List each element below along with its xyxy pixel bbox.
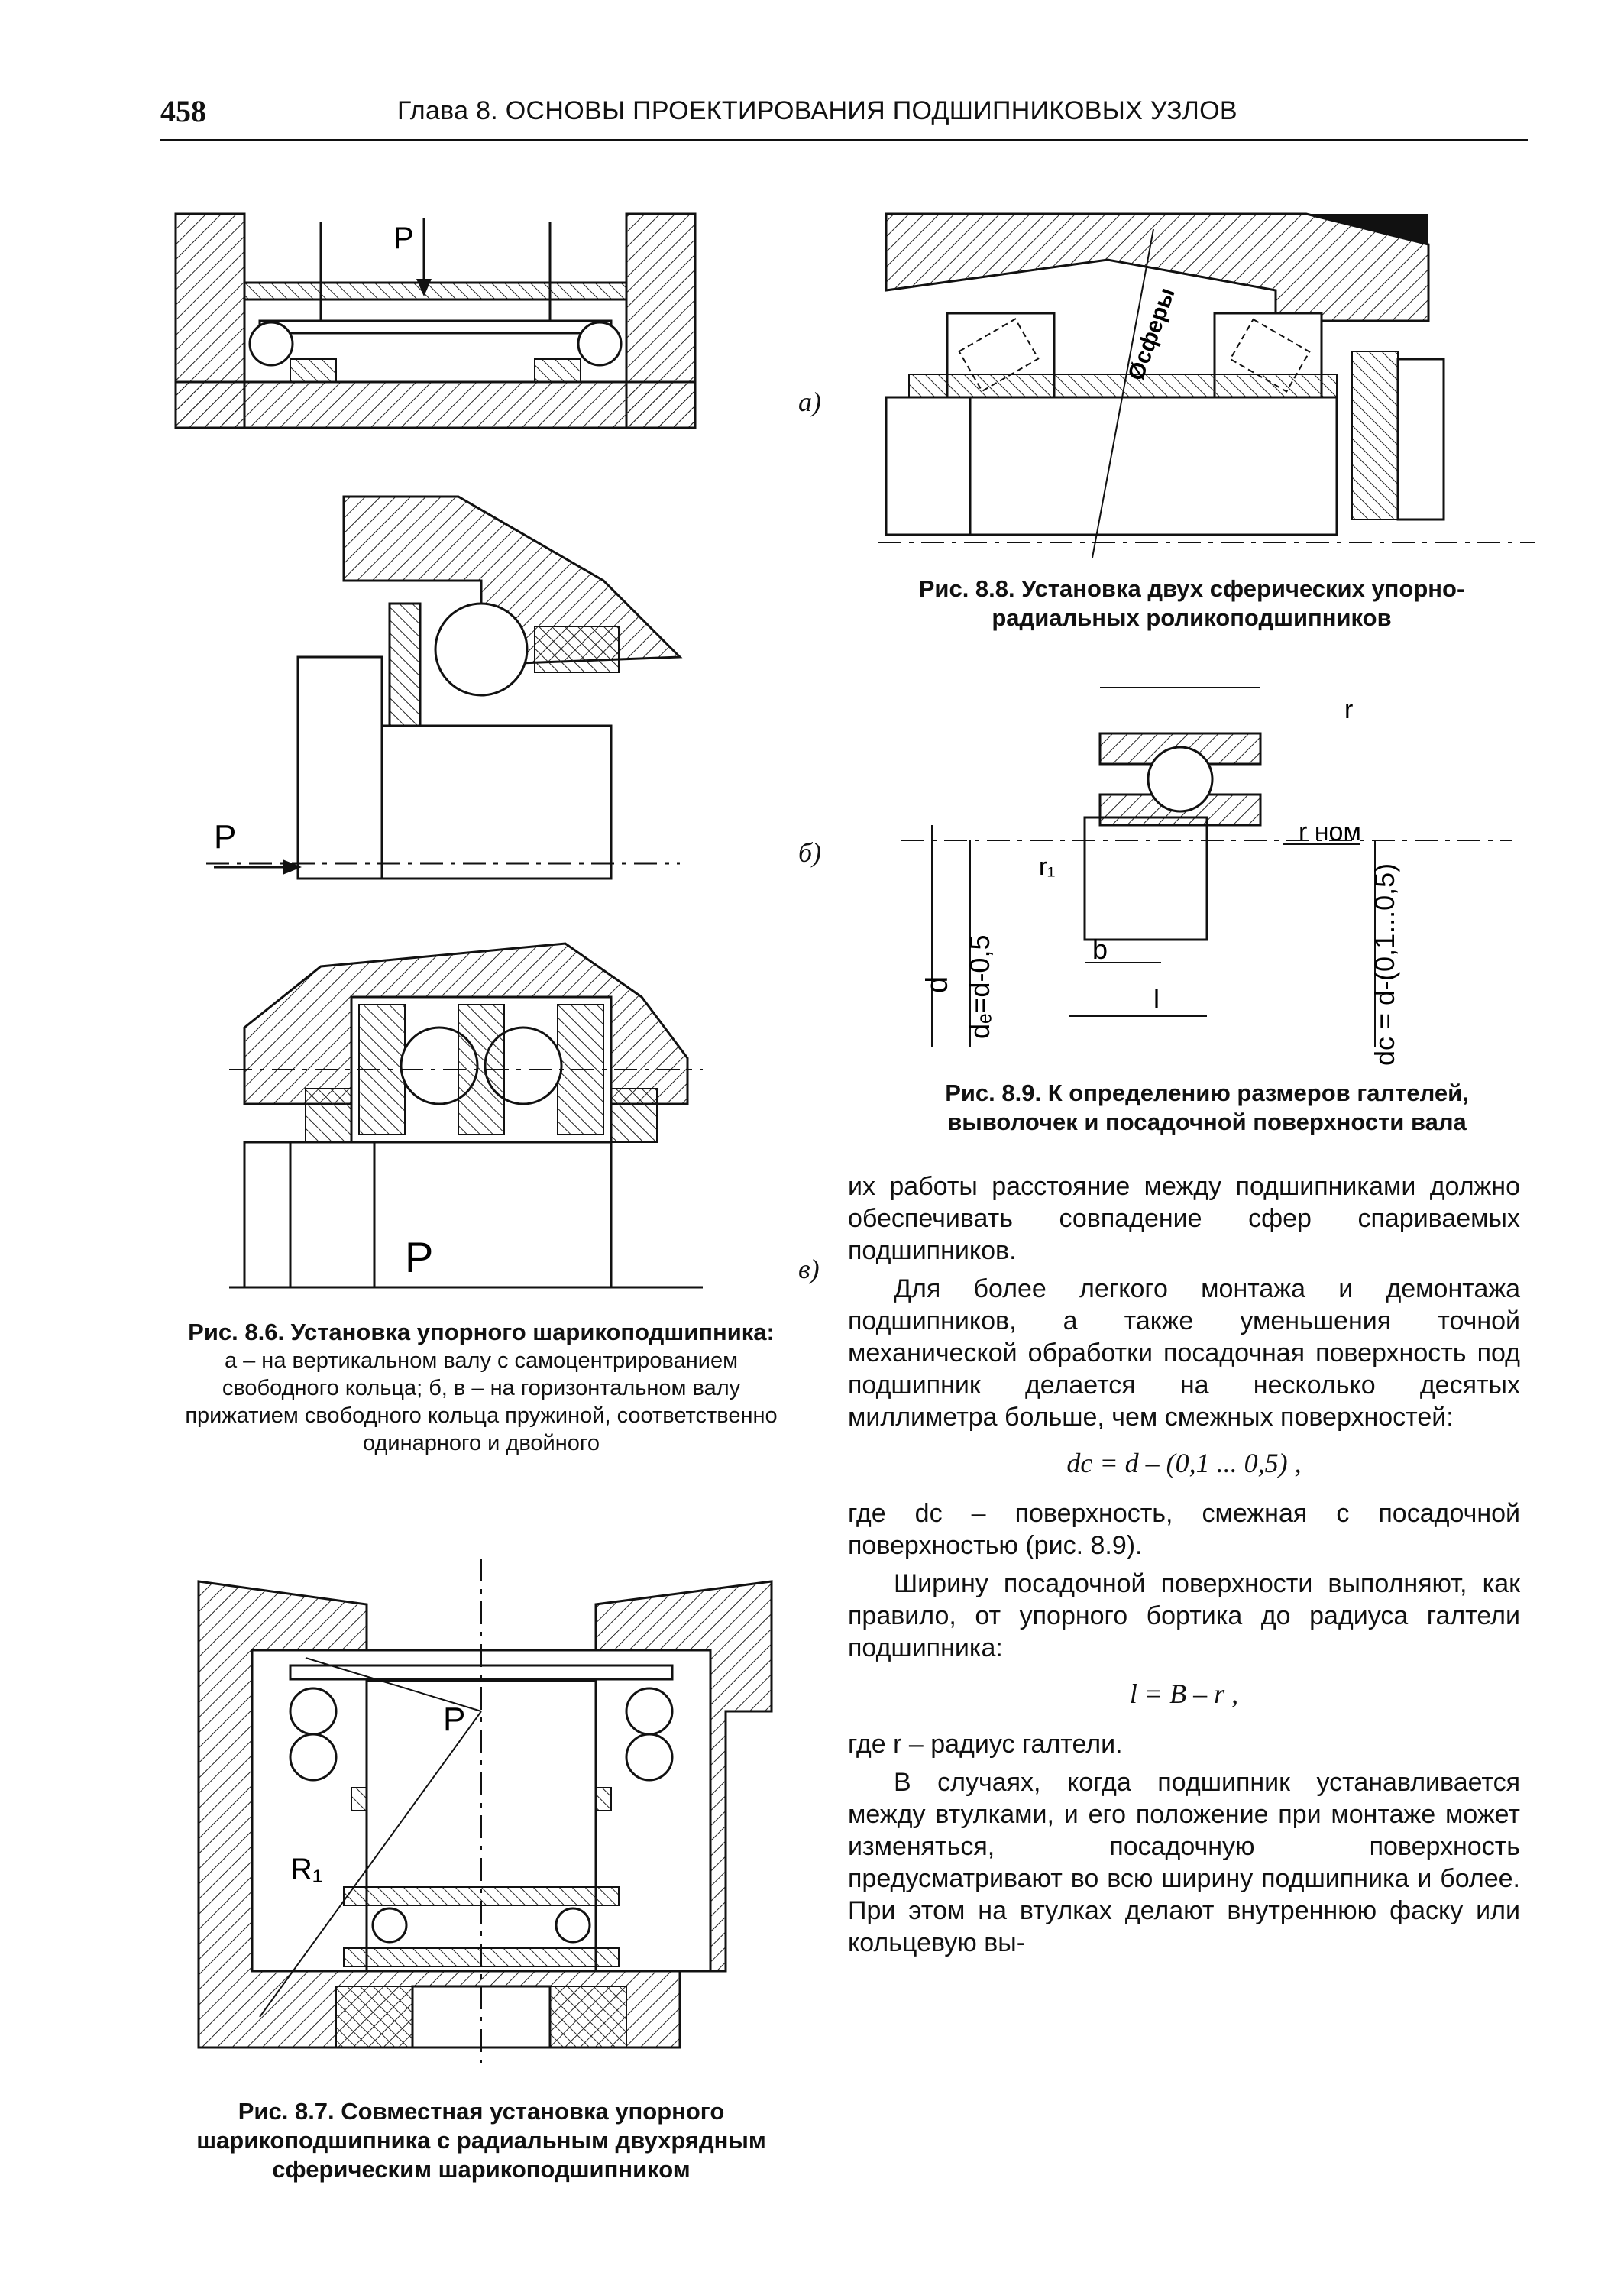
dim-dc: dс = d-(0,1...0,5): [1369, 863, 1400, 1066]
load-label-b: P: [214, 818, 236, 856]
running-head: Глава 8. ОСНОВЫ ПРОЕКТИРОВАНИЯ ПОДШИПНИК…: [397, 96, 1237, 125]
paragraph-6: В случаях, когда подшипник устанавливает…: [848, 1768, 1520, 1957]
caption-fig-8-7: Рис. 8.7. Совместная установка упорного …: [196, 2098, 766, 2183]
figure-8-6-b: P: [206, 489, 703, 894]
body-text: их работы расстояние между подшипниками …: [848, 1170, 1520, 1965]
dim-d: d: [920, 976, 954, 993]
paragraph-5: где r – радиус галтели.: [848, 1730, 1123, 1759]
dim-dz: dₑ=d-0,5: [964, 935, 995, 1039]
page-header: 458 Глава 8. ОСНОВЫ ПРОЕКТИРОВАНИЯ ПОДШИ…: [160, 86, 1528, 141]
figure-label-v: в): [798, 1254, 820, 1284]
caption-title-8-6: Рис. 8.6. Установка упорного шарикоподши…: [188, 1319, 775, 1345]
paragraph-2: Для более легкого монтажа и демонтажа по…: [848, 1274, 1520, 1432]
figure-label-b: б): [798, 837, 822, 868]
figure-8-6-v: P: [229, 936, 726, 1303]
caption-fig-8-9: Рис. 8.9. К определению размеров галтеле…: [945, 1079, 1469, 1135]
paragraph-3: где dс – поверхность, смежная с посадочн…: [848, 1499, 1520, 1560]
sphere-label: Øсферы: [1124, 284, 1180, 384]
figure-8-8: Øсферы: [878, 199, 1535, 565]
caption-fig-8-6: Рис. 8.6. Установка упорного шарикоподши…: [168, 1318, 794, 1457]
load-label-v: P: [405, 1233, 433, 1281]
caption-fig-8-8: Рис. 8.8. Установка двух сферических упо…: [918, 575, 1465, 631]
formula-1: dс = d – (0,1 ... 0,5) ,: [1066, 1448, 1302, 1478]
load-label-8-7: P: [443, 1701, 465, 1738]
paragraph-1: их работы расстояние между подшипниками …: [848, 1172, 1520, 1265]
dim-l: l: [1153, 983, 1160, 1015]
load-label-a: P: [393, 222, 414, 255]
dim-r1: r₁: [1039, 853, 1055, 880]
figure-label-a: а): [798, 387, 821, 417]
dim-r-nom: r ном: [1299, 817, 1361, 846]
page-number: 458: [160, 94, 206, 128]
dim-r: r: [1344, 695, 1353, 724]
figure-8-9: d dₑ=d-0,5 dс = d-(0,1...0,5) r ном r r₁…: [901, 657, 1512, 1070]
paragraph-4: Ширину посадочной поверхности выполняют,…: [848, 1569, 1520, 1662]
radius-label-8-7: R₁: [290, 1853, 322, 1886]
dim-b: b: [1092, 934, 1108, 965]
figure-8-6-a: P: [168, 206, 703, 443]
formula-2: l = B – r ,: [1129, 1678, 1239, 1709]
figure-8-7: P R₁: [191, 1559, 787, 2078]
caption-body-8-6: а – на вертикальном валу с самоцентриров…: [185, 1348, 778, 1455]
